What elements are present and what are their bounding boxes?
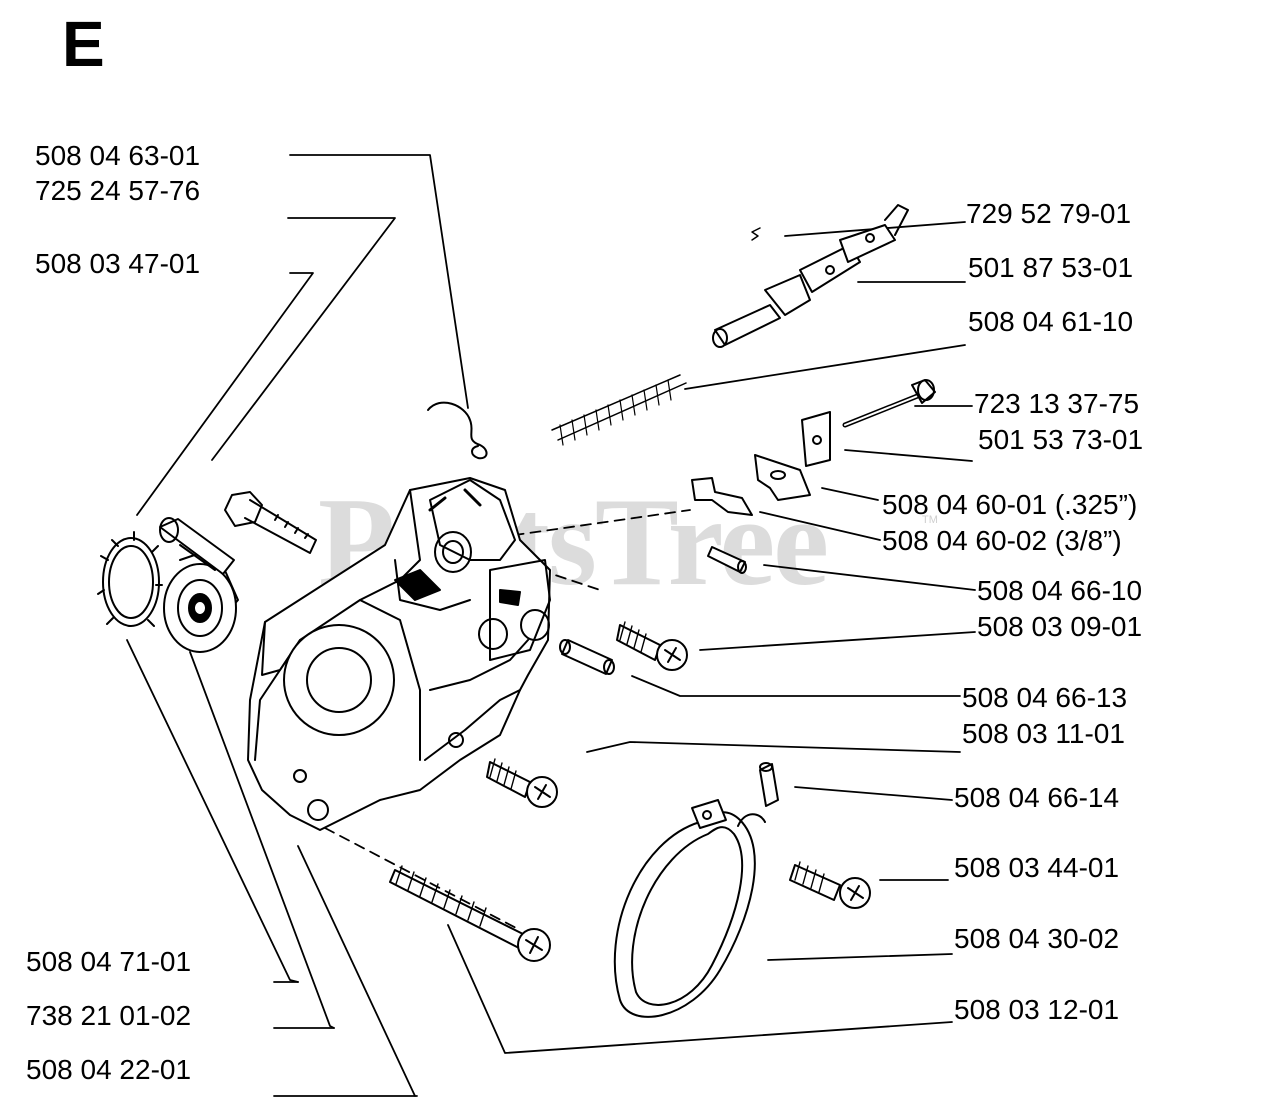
part-label-p4: 729 52 79-01 bbox=[966, 198, 1132, 229]
part-label-p14: 508 03 11-01 bbox=[962, 718, 1125, 749]
part-label-p20: 738 21 01-02 bbox=[26, 1000, 192, 1031]
leader-p2 bbox=[212, 218, 395, 460]
bearing-pin bbox=[160, 518, 234, 574]
part-label-p16: 508 03 44-01 bbox=[954, 852, 1120, 883]
leader-p8 bbox=[845, 450, 972, 461]
part-label-p10: 508 04 60-02 (3/8”) bbox=[882, 525, 1122, 556]
part-label-p2: 725 24 57-76 bbox=[35, 175, 201, 206]
leader-lines bbox=[127, 155, 975, 1096]
leader-p9 bbox=[822, 488, 878, 500]
screw-2 bbox=[487, 759, 557, 807]
spring-wire bbox=[428, 403, 487, 459]
spring-pin-2 bbox=[560, 640, 614, 674]
chain-brake-handle bbox=[713, 205, 908, 347]
part-label-p6: 508 04 61-10 bbox=[968, 306, 1134, 337]
assembly-dash-3 bbox=[325, 828, 520, 930]
watermark-trademark: TM bbox=[922, 514, 938, 526]
leader-p1 bbox=[290, 155, 468, 408]
screw-1 bbox=[617, 622, 687, 670]
tensioner-screw bbox=[552, 375, 686, 445]
part-label-p15: 508 04 66-14 bbox=[954, 782, 1120, 813]
part-label-p13: 508 04 66-13 bbox=[962, 682, 1128, 713]
leader-p12 bbox=[700, 632, 975, 650]
sprocket-rim bbox=[98, 532, 162, 626]
part-label-p11: 508 04 66-10 bbox=[977, 575, 1143, 606]
part-label-p19: 508 04 71-01 bbox=[26, 946, 192, 977]
part-label-p3: 508 03 47-01 bbox=[35, 248, 201, 279]
leader-p6 bbox=[685, 345, 965, 389]
part-label-p1: 508 04 63-01 bbox=[35, 140, 201, 171]
leader-p17 bbox=[768, 954, 952, 960]
leader-p18 bbox=[448, 925, 952, 1053]
part-label-p12: 508 03 09-01 bbox=[977, 611, 1143, 642]
leader-p15 bbox=[795, 787, 952, 800]
chain-catcher-bracket bbox=[692, 478, 752, 515]
leader-p14 bbox=[587, 742, 960, 752]
leader-p3 bbox=[137, 273, 313, 515]
adjusting-pin bbox=[845, 380, 935, 425]
section-letter: E bbox=[62, 8, 105, 80]
part-label-p5: 501 87 53-01 bbox=[968, 252, 1134, 283]
tensioner-plate bbox=[802, 412, 830, 466]
spring-pin-3 bbox=[760, 763, 778, 806]
leader-p11 bbox=[764, 565, 975, 590]
clutch-cover-housing bbox=[248, 478, 550, 830]
screw-3 bbox=[790, 862, 870, 908]
part-label-p8: 501 53 73-01 bbox=[978, 424, 1144, 455]
brake-band bbox=[615, 800, 765, 1017]
hex-bolt bbox=[225, 492, 316, 553]
leader-p21 bbox=[298, 846, 415, 1096]
long-screw bbox=[390, 866, 550, 961]
leader-p13 bbox=[632, 676, 960, 696]
part-label-p9: 508 04 60-01 (.325”) bbox=[882, 489, 1138, 520]
part-label-p17: 508 04 30-02 bbox=[954, 923, 1120, 954]
part-label-p21: 508 04 22-01 bbox=[26, 1054, 192, 1085]
part-label-p7: 723 13 37-75 bbox=[974, 388, 1140, 419]
leader-p10 bbox=[760, 512, 880, 540]
spring-pin-1 bbox=[708, 547, 746, 573]
chain-guide-plate bbox=[755, 455, 810, 500]
part-label-p18: 508 03 12-01 bbox=[954, 994, 1120, 1025]
